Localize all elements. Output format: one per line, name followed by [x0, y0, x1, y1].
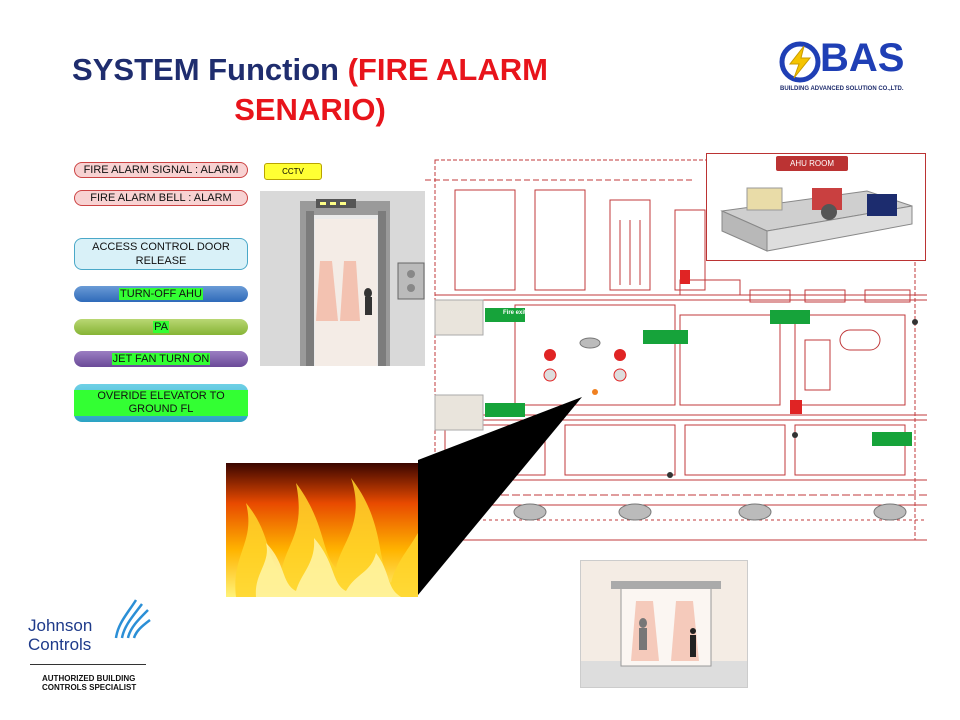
johnson-tag-line1: AUTHORIZED BUILDING [42, 674, 136, 683]
turn-off-ahu-button[interactable]: TURN-OFF AHU [74, 286, 248, 302]
access-control-button[interactable]: ACCESS CONTROL DOOR RELEASE [74, 238, 248, 270]
pa-label: PA [153, 321, 169, 333]
cctv-button[interactable]: CCTV [264, 163, 322, 180]
title-part3: SENARIO) [234, 92, 386, 127]
johnson-name-line2: Controls [28, 635, 92, 654]
fire-flames-icon [226, 463, 418, 597]
lobby-door-illustration [580, 560, 748, 688]
fire-alarm-signal-button[interactable]: FIRE ALARM SIGNAL : ALARM [74, 162, 248, 178]
pa-button[interactable]: PA [74, 319, 248, 335]
title-part1: SYSTEM Function [72, 52, 348, 87]
elevator-override-button[interactable]: OVERIDE ELEVATOR TO GROUND FL [74, 384, 248, 422]
fire-alarm-bell-button[interactable]: FIRE ALARM BELL : ALARM [74, 190, 248, 206]
fire-alarm-signal-label: FIRE ALARM SIGNAL : ALARM [83, 164, 239, 176]
elevator-illustration [260, 191, 430, 366]
jet-fan-label: JET FAN TURN ON [111, 353, 211, 365]
ahu-unit-illustration [720, 187, 913, 252]
johnson-controls-name: Johnson Controls [28, 616, 92, 654]
page-title: SYSTEM Function (FIRE ALARM SENARIO) [40, 50, 580, 130]
johnson-controls-logo-icon [114, 599, 151, 639]
fire-alarm-bell-label: FIRE ALARM BELL : ALARM [90, 192, 232, 204]
turn-off-ahu-label: TURN-OFF AHU [119, 288, 203, 300]
brand-subtitle: BUILDING ADVANCED SOLUTION CO.,LTD. [780, 86, 904, 92]
bas-logo-icon [779, 41, 821, 83]
fire-image [226, 463, 418, 597]
ahu-room-title: AHU ROOM [776, 156, 848, 171]
ahu-room-panel: AHU ROOM [706, 153, 926, 261]
johnson-controls-tagline: AUTHORIZED BUILDING CONTROLS SPECIALIST [42, 674, 136, 692]
access-control-label: ACCESS CONTROL DOOR RELEASE [92, 241, 230, 267]
callout-pointer [418, 397, 582, 595]
johnson-name-line1: Johnson [28, 616, 93, 635]
exit-sign-label: Fire exit [503, 310, 527, 316]
brand-name: BAS [820, 36, 905, 80]
johnson-tag-line2: CONTROLS SPECIALIST [42, 683, 137, 692]
jet-fan-button[interactable]: JET FAN TURN ON [74, 351, 248, 367]
elevator-override-label: OVERIDE ELEVATOR TO GROUND FL [74, 390, 248, 416]
divider [30, 664, 146, 665]
title-part2: (FIRE ALARM [347, 52, 548, 87]
